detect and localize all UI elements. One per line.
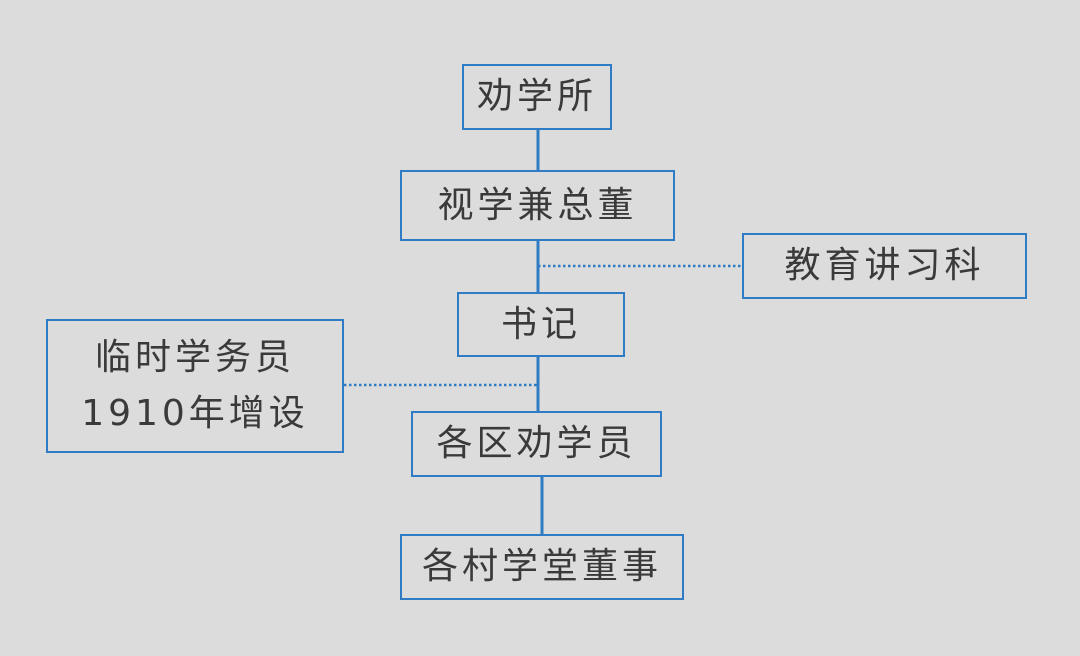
node-jiaoyu-jiangxike: 教育讲习科 (742, 233, 1027, 299)
node-shixue-zongdong: 视学兼总董 (400, 170, 675, 241)
node-quanxuesuo: 劝学所 (462, 64, 612, 130)
node-gecun-label: 各村学堂董事 (421, 546, 662, 588)
node-linshi-label-line2: 1910年增设 (81, 393, 309, 434)
node-shuji-label: 书记 (500, 303, 581, 345)
node-gequ-quanxueyuan: 各区劝学员 (411, 411, 662, 477)
node-shixue-label: 视学兼总董 (437, 184, 638, 226)
node-shuji: 书记 (457, 292, 625, 357)
node-gecun-xuetang-dongshi: 各村学堂董事 (400, 534, 684, 600)
node-gequ-label: 各区劝学员 (436, 423, 637, 465)
node-linshi-xuewuyuan: 临时学务员 1910年增设 (46, 319, 344, 453)
node-linshi-label-line1: 临时学务员 (94, 337, 295, 379)
node-jiaoyu-label: 教育讲习科 (784, 245, 985, 287)
node-quanxuesuo-label: 劝学所 (476, 76, 597, 118)
